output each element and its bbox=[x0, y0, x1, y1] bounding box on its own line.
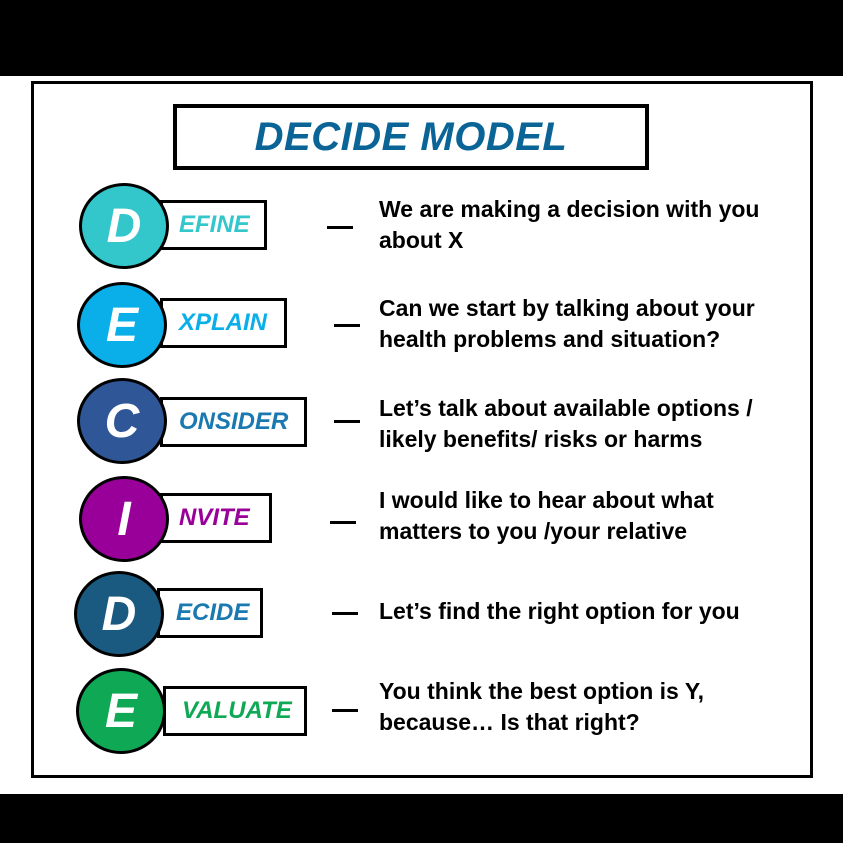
label-box-explain: XPLAIN bbox=[160, 298, 287, 348]
description-invite: I would like to hear about what matters … bbox=[379, 485, 714, 547]
desc-line: likely benefits/ risks or harms bbox=[379, 426, 703, 452]
label-text: ECIDE bbox=[176, 599, 250, 626]
description-define: We are making a decision with you about … bbox=[379, 194, 759, 256]
label-box-define: EFINE bbox=[160, 200, 267, 250]
description-explain: Can we start by talking about your healt… bbox=[379, 293, 755, 355]
description-evaluate: You think the best option is Y, because…… bbox=[379, 676, 704, 738]
desc-line: health problems and situation? bbox=[379, 326, 721, 352]
diagram-title: DECIDE MODEL bbox=[254, 114, 568, 159]
label-box-decide: ECIDE bbox=[157, 588, 263, 638]
dash bbox=[330, 521, 356, 524]
letter-circle-c: C bbox=[77, 378, 167, 464]
desc-line: We are making a decision with you bbox=[379, 196, 760, 222]
dash bbox=[332, 612, 358, 615]
letter-circle-i: I bbox=[79, 476, 169, 562]
letter-circle-d2: D bbox=[74, 571, 164, 657]
letter-circle-e2: E bbox=[76, 668, 166, 754]
desc-line: You think the best option is Y, bbox=[379, 678, 704, 704]
title-box: DECIDE MODEL bbox=[173, 104, 649, 170]
desc-line: Can we start by talking about your bbox=[379, 295, 755, 321]
dash bbox=[334, 324, 360, 327]
dash bbox=[332, 709, 358, 712]
desc-line: Let’s find the right option for you bbox=[379, 598, 740, 624]
letter-circle-d: D bbox=[79, 183, 169, 269]
letter: E bbox=[104, 684, 137, 738]
label-text: NVITE bbox=[179, 504, 250, 531]
dash bbox=[334, 420, 360, 423]
desc-line: matters to you /your relative bbox=[379, 518, 688, 544]
letter: I bbox=[117, 492, 131, 546]
description-decide: Let’s find the right option for you bbox=[379, 596, 740, 627]
description-consider: Let’s talk about available options / lik… bbox=[379, 393, 753, 455]
desc-line: because… Is that right? bbox=[379, 709, 640, 735]
label-box-invite: NVITE bbox=[160, 493, 272, 543]
label-box-consider: ONSIDER bbox=[160, 397, 307, 447]
label-text: XPLAIN bbox=[179, 309, 268, 336]
label-text: ONSIDER bbox=[179, 408, 289, 435]
label-text: VALUATE bbox=[182, 697, 292, 724]
desc-line: I would like to hear about what bbox=[379, 487, 714, 513]
desc-line: Let’s talk about available options / bbox=[379, 395, 753, 421]
label-text: EFINE bbox=[179, 211, 250, 238]
letter: D bbox=[101, 587, 137, 641]
letter: E bbox=[105, 298, 138, 352]
letter-circle-e: E bbox=[77, 282, 167, 368]
letter: C bbox=[104, 394, 140, 448]
desc-line: about X bbox=[379, 227, 464, 253]
label-box-evaluate: VALUATE bbox=[163, 686, 307, 736]
letter: D bbox=[106, 199, 142, 253]
dash bbox=[327, 226, 353, 229]
